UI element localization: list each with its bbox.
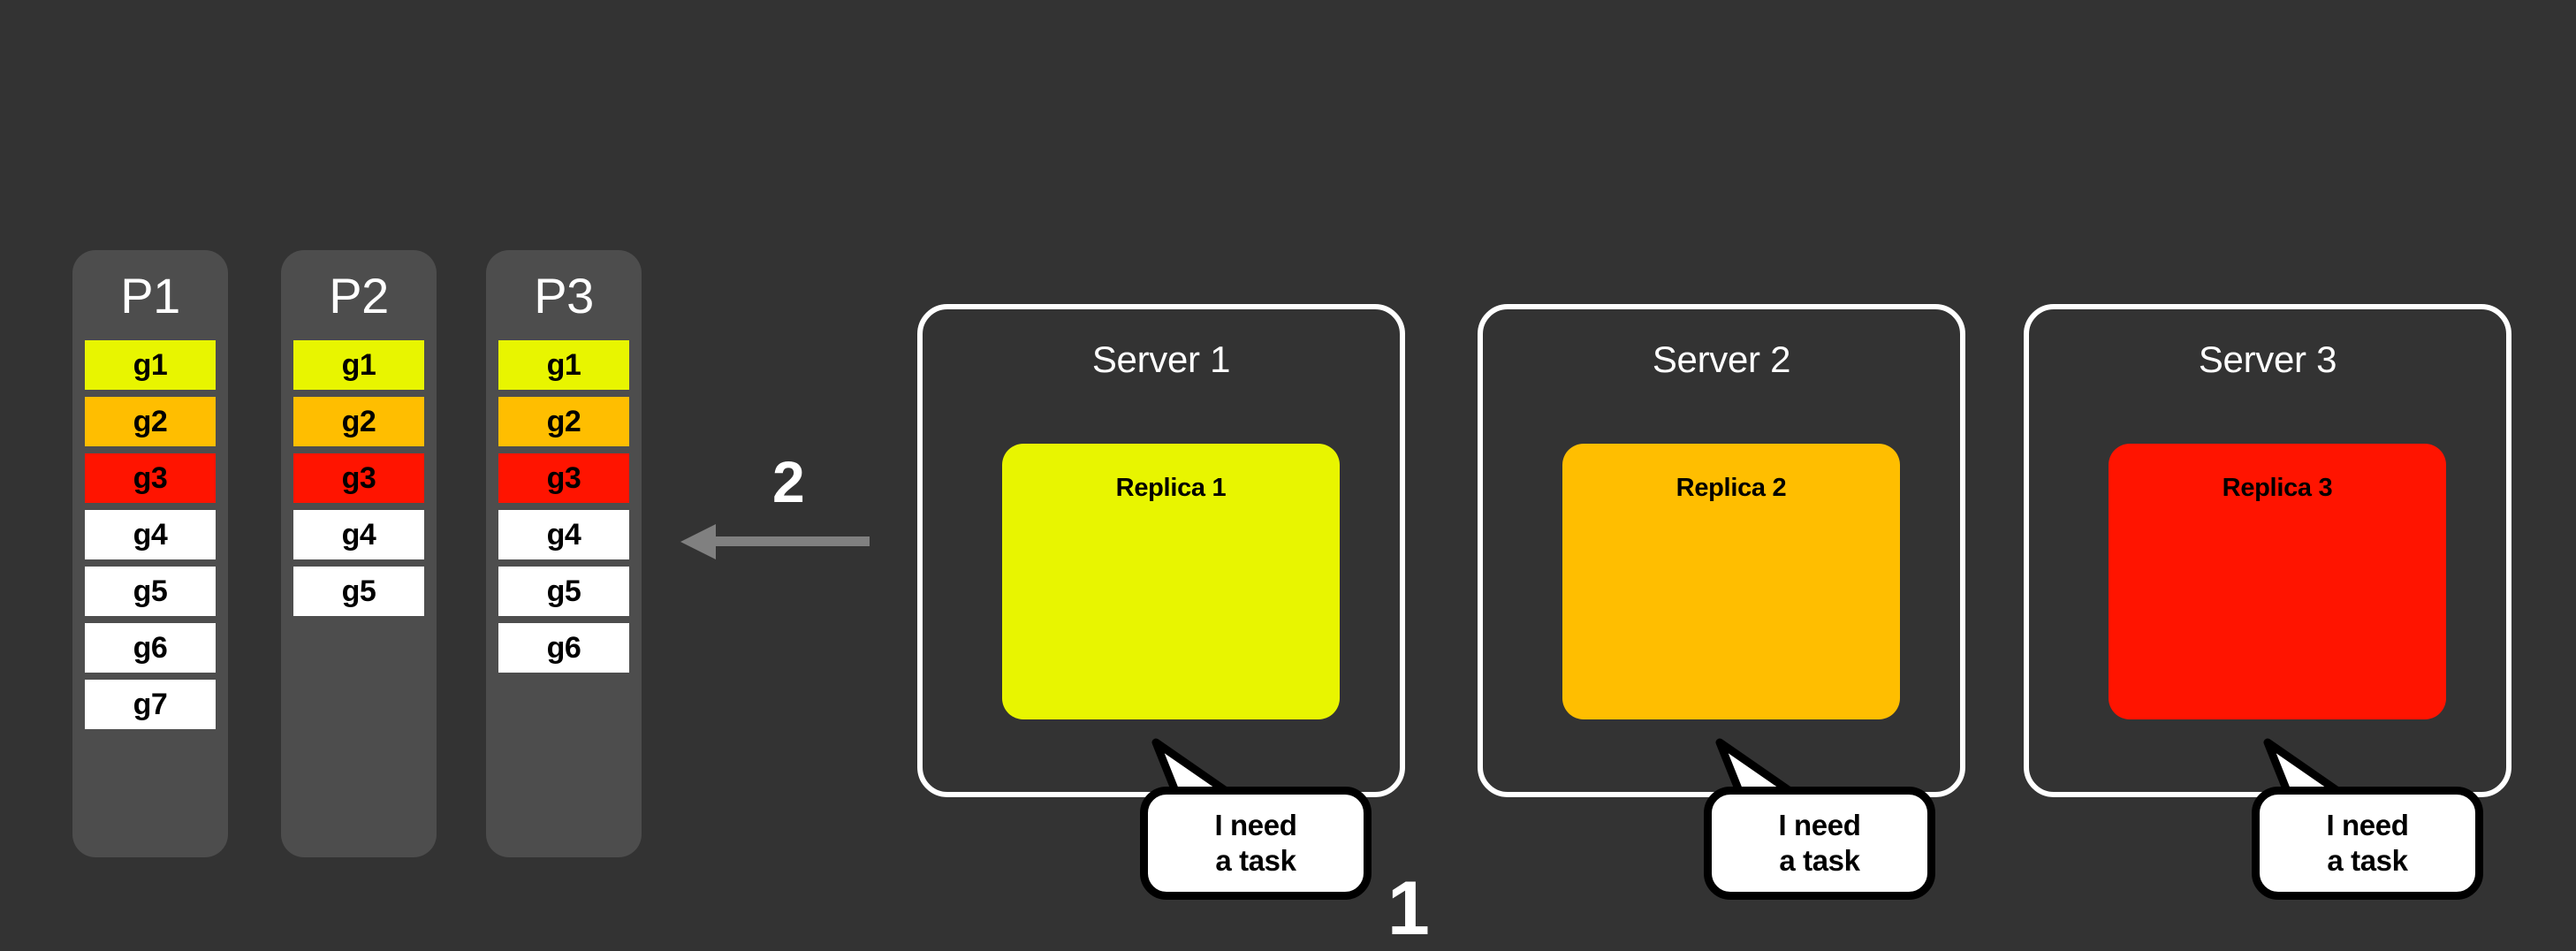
server-box-2[interactable]: Server 2 Replica 2 — [1478, 304, 1965, 797]
partition-column-p3[interactable]: P3 g1 g2 g3 g4 g5 g6 — [486, 250, 642, 857]
partition-title: P1 — [120, 268, 180, 323]
task-chip[interactable]: g6 — [85, 623, 216, 673]
server-title: Server 2 — [1652, 339, 1791, 380]
partition-title: P2 — [329, 268, 389, 323]
step-1-label: 1 — [1387, 866, 1430, 951]
speech-bubble-body: I need a task — [1704, 787, 1935, 900]
server-box-3[interactable]: Server 3 Replica 3 — [2024, 304, 2511, 797]
server-title: Server 1 — [1091, 339, 1231, 380]
partition-task-list: g1 g2 g3 g4 g5 g6 g7 — [85, 340, 216, 736]
speech-bubble-line-1: I need — [1214, 808, 1297, 841]
task-chip[interactable]: g4 — [498, 510, 629, 559]
partition-column-p2[interactable]: P2 g1 g2 g3 g4 g5 — [281, 250, 437, 857]
task-chip[interactable]: g5 — [293, 567, 424, 616]
task-chip[interactable]: g4 — [85, 510, 216, 559]
partition-task-list: g1 g2 g3 g4 g5 — [293, 340, 424, 623]
arrow-head-icon — [680, 524, 716, 559]
task-chip[interactable]: g3 — [85, 453, 216, 503]
task-chip[interactable]: g2 — [498, 397, 629, 446]
task-chip[interactable]: g6 — [498, 623, 629, 673]
replica-label: Replica 1 — [1115, 474, 1227, 502]
task-chip[interactable]: g1 — [85, 340, 216, 390]
assignment-arrow-group: 2 — [668, 442, 889, 583]
step-2-label: 2 — [772, 449, 805, 514]
speech-bubble-line-1: I need — [1778, 808, 1861, 841]
replica-box-3[interactable]: Replica 3 — [2109, 444, 2446, 719]
task-chip[interactable]: g1 — [293, 340, 424, 390]
task-chip[interactable]: g1 — [498, 340, 629, 390]
speech-bubble-line-2: a task — [2327, 844, 2408, 877]
speech-bubble-body: I need a task — [1140, 787, 1372, 900]
server-box-1[interactable]: Server 1 Replica 1 — [917, 304, 1405, 797]
task-chip[interactable]: g3 — [293, 453, 424, 503]
speech-bubble-line-2: a task — [1215, 844, 1296, 877]
replica-label: Replica 3 — [2222, 474, 2333, 502]
partition-column-p1[interactable]: P1 g1 g2 g3 g4 g5 g6 g7 — [72, 250, 228, 857]
task-chip[interactable]: g2 — [85, 397, 216, 446]
speech-bubble-line-1: I need — [2326, 808, 2409, 841]
replica-box-2[interactable]: Replica 2 — [1562, 444, 1900, 719]
server-title: Server 3 — [2198, 339, 2337, 380]
task-chip[interactable]: g5 — [498, 567, 629, 616]
task-chip[interactable]: g2 — [293, 397, 424, 446]
partition-title: P3 — [534, 268, 594, 323]
speech-bubble-line-2: a task — [1779, 844, 1860, 877]
speech-bubble-server-2[interactable]: I need a task — [1704, 738, 1942, 909]
speech-bubble-server-1[interactable]: I need a task — [1140, 738, 1379, 909]
replica-box-1[interactable]: Replica 1 — [1002, 444, 1340, 719]
speech-bubble-body: I need a task — [2252, 787, 2483, 900]
speech-bubble-server-3[interactable]: I need a task — [2252, 738, 2490, 909]
partition-task-list: g1 g2 g3 g4 g5 g6 — [498, 340, 629, 680]
task-chip[interactable]: g3 — [498, 453, 629, 503]
task-chip[interactable]: g5 — [85, 567, 216, 616]
replica-label: Replica 2 — [1676, 474, 1787, 502]
task-chip[interactable]: g7 — [85, 680, 216, 729]
task-chip[interactable]: g4 — [293, 510, 424, 559]
arrow-shaft — [714, 536, 870, 546]
